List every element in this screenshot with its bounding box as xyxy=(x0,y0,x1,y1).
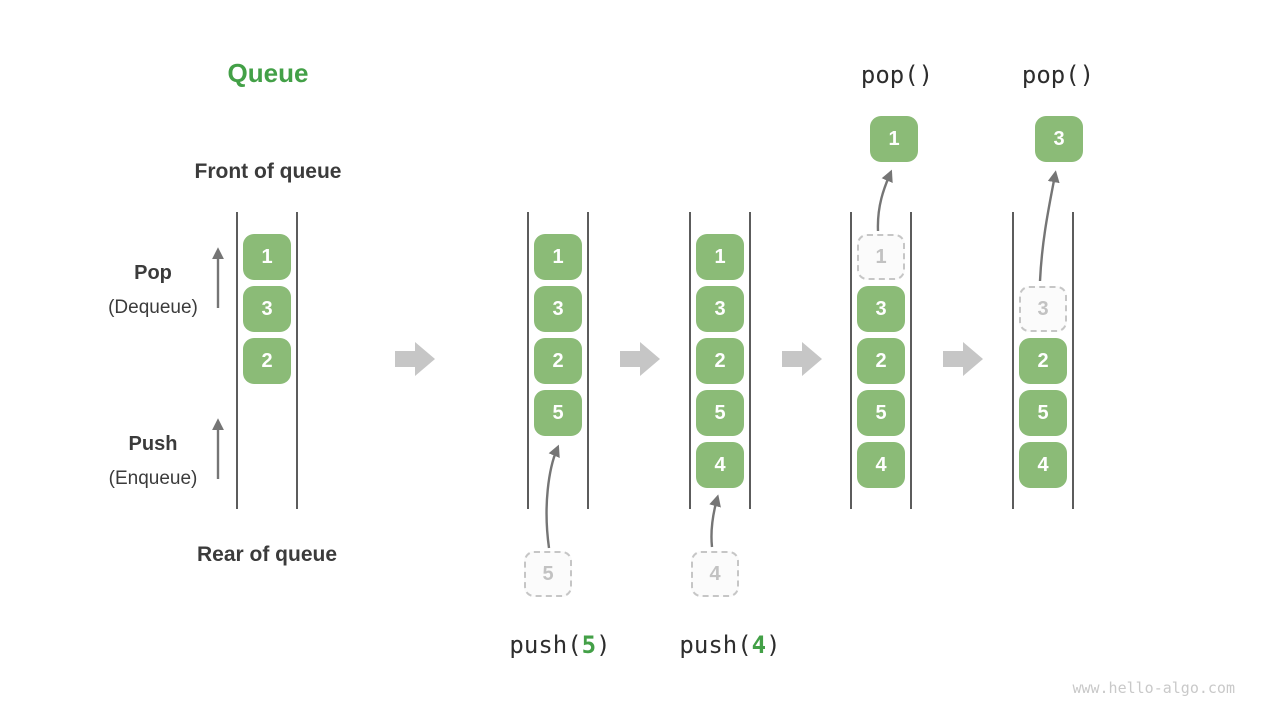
queue-state-2: 1 3 2 5 xyxy=(527,212,589,509)
queue-item: 4 xyxy=(857,442,905,488)
diagram-title: Queue xyxy=(227,58,309,88)
queue-item: 4 xyxy=(1019,442,1067,488)
front-of-queue-label: Front of queue xyxy=(194,160,342,183)
rear-of-queue-label: Rear of queue xyxy=(196,543,338,566)
push-call-prefix: push( xyxy=(509,631,582,659)
queue-item: 4 xyxy=(696,442,744,488)
queue-item: 5 xyxy=(857,390,905,436)
flow-arrow-icon xyxy=(395,342,435,376)
flow-arrow-icon xyxy=(943,342,983,376)
removed-item-ghost: 1 xyxy=(857,234,905,280)
dequeue-label: (Dequeue) xyxy=(108,297,198,318)
queue-item: 3 xyxy=(534,286,582,332)
push-call-prefix: push( xyxy=(679,631,752,659)
queue-item: 5 xyxy=(534,390,582,436)
queue-state-4: 1 3 2 5 4 xyxy=(850,212,912,509)
flow-arrow-icon xyxy=(620,342,660,376)
queue-item: 2 xyxy=(1019,338,1067,384)
queue-item: 2 xyxy=(857,338,905,384)
queue-state-5: 3 2 5 4 xyxy=(1012,212,1074,509)
pop-call-label: pop() xyxy=(1021,61,1095,89)
queue-item: 3 xyxy=(243,286,291,332)
pop-label: Pop xyxy=(134,262,172,284)
push-side-label: Push (Enqueue) xyxy=(109,433,198,490)
incoming-item-ghost: 5 xyxy=(524,551,572,597)
push-call-suffix: ) xyxy=(766,631,781,659)
popped-item: 1 xyxy=(870,116,918,162)
removed-item-ghost: 3 xyxy=(1019,286,1067,332)
enqueue-label: (Enqueue) xyxy=(108,468,198,489)
queue-item: 5 xyxy=(696,390,744,436)
push-label: Push xyxy=(128,433,178,455)
push-call-value: 4 xyxy=(751,631,767,659)
queue-item: 3 xyxy=(857,286,905,332)
queue-item: 1 xyxy=(696,234,744,280)
queue-item: 5 xyxy=(1019,390,1067,436)
push-call-label: push(4) xyxy=(679,631,780,659)
queue-item: 2 xyxy=(534,338,582,384)
pop-side-label: Pop (Dequeue) xyxy=(108,262,198,319)
push-call-label: push(5) xyxy=(509,631,610,659)
incoming-item-ghost: 4 xyxy=(691,551,739,597)
queue-item: 1 xyxy=(534,234,582,280)
push-call-suffix: ) xyxy=(596,631,611,659)
queue-state-3: 1 3 2 5 4 xyxy=(689,212,751,509)
watermark: www.hello-algo.com xyxy=(1072,679,1235,697)
queue-item: 2 xyxy=(243,338,291,384)
pop-call-label: pop() xyxy=(860,61,934,89)
queue-item: 1 xyxy=(243,234,291,280)
queue-item: 3 xyxy=(696,286,744,332)
push-call-value: 5 xyxy=(581,631,597,659)
popped-item: 3 xyxy=(1035,116,1083,162)
queue-state-1: 1 3 2 xyxy=(236,212,298,509)
queue-item: 2 xyxy=(696,338,744,384)
flow-arrow-icon xyxy=(782,342,822,376)
